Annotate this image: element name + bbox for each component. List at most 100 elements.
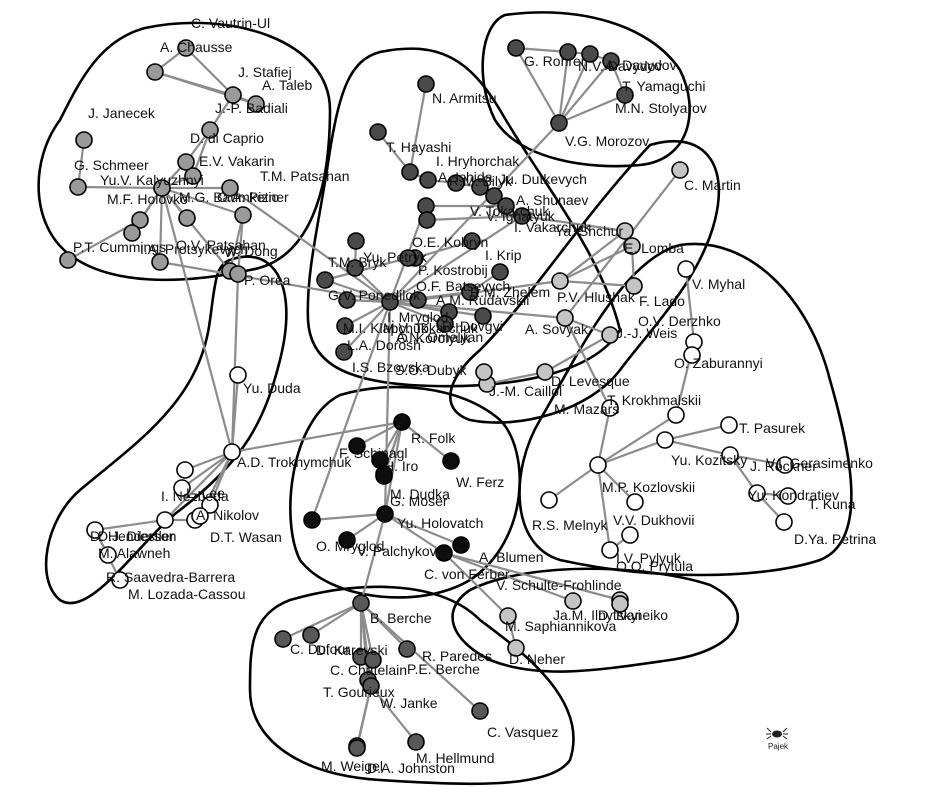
node-i-vakarchuk [513,207,531,225]
node-i-a-protsykevych [123,224,141,242]
edge-v-tokarchuk--i-vakarchuk [426,214,523,222]
node-r-dovgyi [474,307,492,325]
edge-m-v-tokarchuk--p-v-hlushak [417,279,561,302]
edge-m-p-kozlovskii--i-v-pylyuk [596,464,612,551]
node-d-a-johnston [348,739,366,757]
node-label-d-karevski: D. Karevski [316,642,388,658]
node-label-p-orea: P. Orea [244,272,291,288]
node-a-d-trokhymchuk [223,443,241,461]
node-label-m-weigel: M. Weigel [321,758,383,774]
cluster-hulls [37,11,853,786]
node-label-r-m-bilyk: R.M. Bilyk [449,173,513,189]
node-label-p-kostrobij: P. Kostrobij [418,262,488,278]
node-label-j-stafiej: J. Stafiej [238,64,292,80]
node-label-m-n-stolyarov: M.N. Stolyarov [615,100,707,116]
edge-t-krokhmalskii--m-p-kozlovskii [597,414,677,466]
edge-a-d-trokhymchuk--d-henderson [164,451,233,521]
node-label-e-lomba: E. Lomba [624,240,684,256]
node-label-a-blumen: A. Blumen [479,549,544,565]
node-label-t-krokhmalskii: T. Krokhmalskii [607,392,701,408]
node-label-c-chatelain: C. Chatelain [330,662,407,678]
node-label-r-folk: R. Folk [411,430,456,446]
node-f-schinagl [348,437,366,455]
node-d-t-wasan [191,507,209,525]
node-ya-shchur [616,222,634,240]
node-yu-kondratiev [748,484,766,502]
node-label-m-lozada-cassou: M. Lozada-Cassou [128,586,246,602]
edge-b-berche--c-vasquez [360,602,481,712]
node-label-v-v-dukhovii: V.V. Dukhovii [613,512,694,528]
node-label-m-saphiannikova: M. Saphiannikova [505,618,617,634]
node-d-henderson [156,511,174,529]
node-label-v-ignatyuk: V. Ignatyuk [486,208,556,224]
edge-c-von-ferber--v-schulte-frohlinde [443,551,574,603]
node-label-d-t-wasan: D.T. Wasan [210,529,282,545]
node-c-vasquez [471,702,489,720]
edge-c-martin--a-sovyak [564,169,681,319]
node-label-yu-duda: Yu. Duda [243,380,301,396]
edge-i-vakarchuk--ya-shchur [521,214,626,233]
pajek-logo-text: Pajek [768,742,789,751]
edge-d-levesque--j-m-caillol [486,370,546,386]
node-label-r-saavedra-barrera: R. Saavedra-Barrera [106,569,235,585]
node-f-lado [625,277,643,295]
node-j-rockner [721,446,739,464]
node-t-hayashi [369,123,387,141]
node-c-von-ferber [435,544,453,562]
node-label-f-schinagl: F. Schinagl [339,445,407,461]
edge-c-von-ferber--m-saphiannikova [443,552,509,617]
node-label-w-ferz: W. Ferz [456,474,504,490]
node-label-yu-v-kalyuzhnyi: Yu.V. Kalyuzhnyi [100,172,204,188]
node-label-n-armitsu: N. Armitsu [432,90,497,106]
node-j-p-badiali [201,121,219,139]
spider-icon [766,727,788,740]
node-label-r-s-melnyk: R.S. Melnyk [532,517,608,533]
node-i-hryhorchak [401,163,419,181]
node-label-yu-kondratiev: Yu. Kondratiev [748,487,839,503]
node-label-r-dovgyi: R. Dovgyi [442,318,503,334]
node-d-di-caprio [177,153,195,171]
node-label-d-ivaneiko: D. Ivaneiko [598,607,668,623]
node-m-p-kozlovskii [589,456,607,474]
edge-p-v-hlushak--f-lado [559,279,635,288]
node-label-ju-dutkevych: Ju. Dutkevych [499,171,587,187]
cluster-outline-4 [449,139,721,424]
node-label-v-myhal: V. Myhal [692,276,745,292]
edge-n-v-davydov--v-g-morozov [557,51,570,124]
node-m-f-holovko [153,179,171,197]
node-r-saavedra-barrera [99,546,117,564]
node-p-e-berche [364,651,382,669]
node-label-m-v-tokarchuk: M.V. Tokarchuk [383,320,479,336]
node-a-sovyak [556,309,574,327]
node-d-karevski [302,626,320,644]
edge-i-mryglod--g-v-ponedilok [324,278,391,304]
edge-a-d-trokhymchuk--p-orea [230,273,240,453]
node-l-a-dorosh [336,317,354,335]
node-label-t-hayashi: T. Hayashi [386,139,451,155]
cluster-outline-6 [44,255,288,605]
node-m-hellmund [407,733,425,751]
node-o-f-batsevych [399,249,417,267]
edge-o-a-pizio--p-orea [236,214,245,275]
node-label-ya-shchur: Ya. Shchur [555,223,624,239]
node-label-t-gourieux: T. Gourieux [323,684,395,700]
edge-n-armitsu--i-hryhorchak [408,83,428,173]
node-label-o-zaburannyi: O. Zaburannyi [674,355,763,371]
node-label-c-dufour: C. Dufour [290,641,350,657]
node-label-m-g-baumketner: M.G. Baumketner [179,189,289,205]
node-label-a-taleb: A. Taleb [262,77,313,93]
node-label-a-n-omelyan: A.N. Omelyan [396,329,483,345]
node-label-yu-kozitsky: Yu. Kozitsky [671,452,747,468]
edge-m-p-kozlovskii--r-s-melnyk [548,464,599,501]
node-label-a-chausse: A. Chausse [160,39,233,55]
edge-m-f-holovko--o-a-pizio [161,186,244,217]
node-r-s-melnyk [540,491,558,509]
node-j-j-weis [601,326,619,344]
node-t-kuna [779,487,797,505]
node-label-m-f-holovko: M.F. Holovko [107,191,188,207]
node-label-l-lee: L. Lee [186,485,225,501]
nodes-layer [59,39,797,757]
node-label-d-levesque: D. Levesque [551,373,630,389]
node-t-pasurek [720,416,738,434]
